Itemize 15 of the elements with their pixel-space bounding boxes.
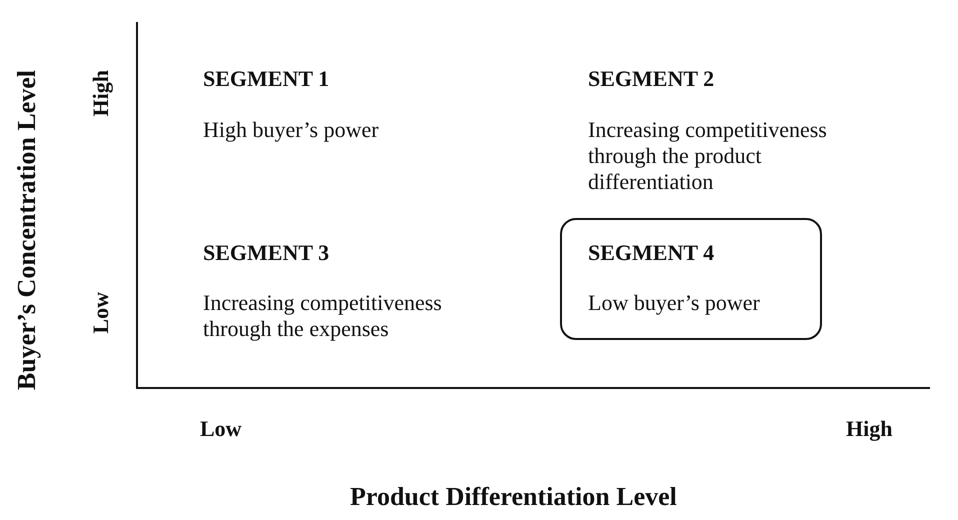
axis-title: Product Differentiation Level xyxy=(350,484,677,510)
segment-description: Increasing competitiveness through the product differentiation xyxy=(588,117,828,195)
segment-heading: SEGMENT 2 xyxy=(588,66,714,92)
segment-description: High buyer’s power xyxy=(203,117,379,143)
segment-heading: SEGMENT 4 xyxy=(588,240,716,266)
axis-tick-label: High xyxy=(846,416,892,442)
axis-tick-label: Low xyxy=(200,416,242,442)
segment-heading: SEGMENT 1 xyxy=(203,66,330,92)
segment-description: Increasing competitiveness through the expenses xyxy=(203,290,443,342)
axis-tick-label: Low xyxy=(88,292,114,334)
segment-heading: SEGMENT 3 xyxy=(203,240,330,266)
axis-title: Buyer’s Concentration Level xyxy=(14,70,40,390)
segment-description: Low buyer’s power xyxy=(588,290,761,316)
axis-tick-label: High xyxy=(88,70,114,116)
highlight-box xyxy=(560,218,822,340)
